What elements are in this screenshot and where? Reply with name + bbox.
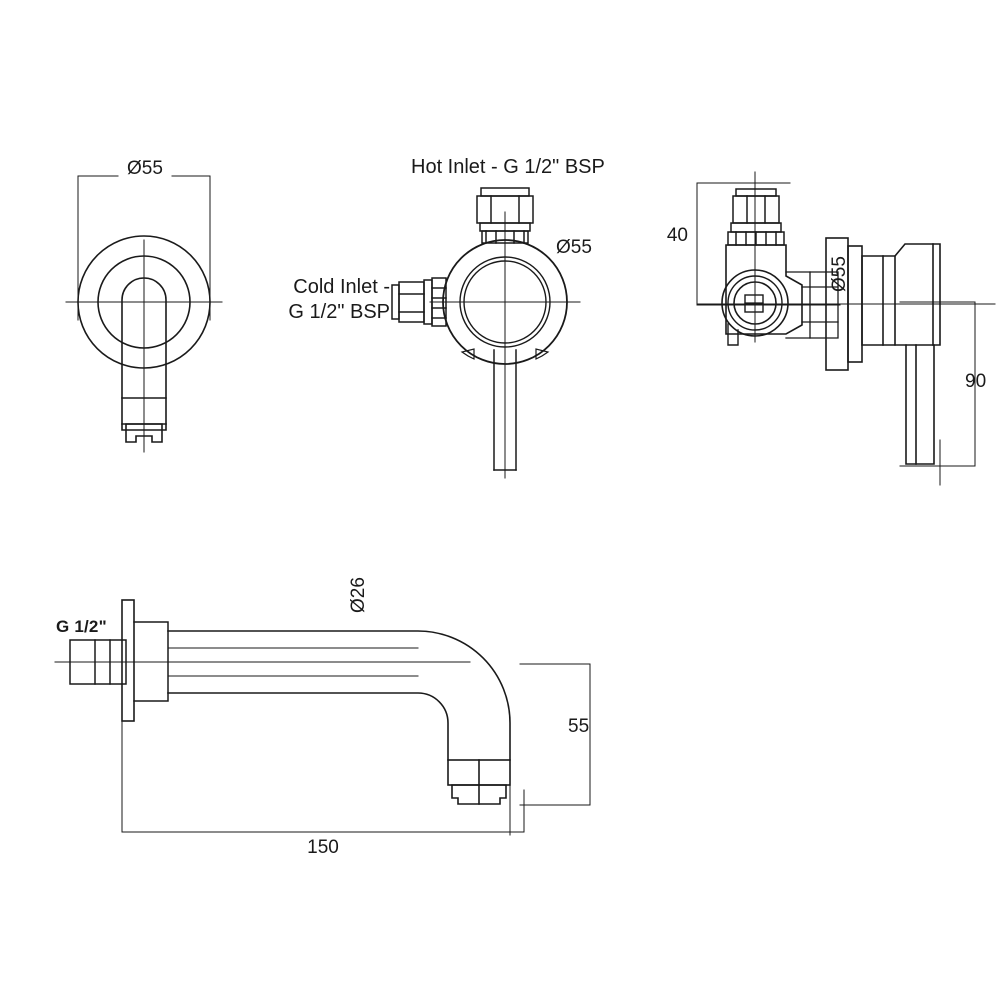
plan-cold-inlet-fitting <box>391 277 447 327</box>
plan-view <box>391 187 581 479</box>
side-dim-label-90: 90 <box>965 371 987 392</box>
side-bracket-tab <box>727 323 739 346</box>
side-valve-body <box>725 244 803 335</box>
front-lever-tip <box>125 423 163 443</box>
side-dim-40 <box>696 182 841 306</box>
spout-centerlines <box>54 661 511 836</box>
spout-dim-label-55: 55 <box>568 716 590 737</box>
callout-cold-inlet-line2: G 1/2" BSP <box>288 301 390 323</box>
side-dim-label-dia55: Ø55 <box>829 256 850 292</box>
callout-cold-inlet-line1: Cold Inlet - <box>293 276 390 298</box>
spout-inner-lines <box>167 647 419 677</box>
side-connector <box>785 271 839 339</box>
callout-spout-thread: G 1/2" <box>56 617 107 636</box>
side-valve-face <box>721 269 789 337</box>
callout-hot-inlet: Hot Inlet - G 1/2" BSP <box>411 156 605 178</box>
plan-hot-inlet-fitting <box>476 187 534 244</box>
side-view <box>696 171 996 486</box>
plan-dim-label-dia55: Ø55 <box>556 237 592 258</box>
spout-outlet <box>447 759 511 805</box>
front-escutcheon <box>77 235 211 369</box>
spout-view <box>54 599 591 836</box>
front-view <box>65 175 223 453</box>
plan-body <box>442 239 568 365</box>
front-centerlines <box>65 239 223 453</box>
side-dim-90 <box>899 301 976 467</box>
side-hot-inlet-fitting <box>727 188 785 246</box>
spout-tube <box>167 630 511 761</box>
spout-collar <box>133 621 169 702</box>
spout-wall-flange <box>121 599 135 722</box>
plan-body-shoulders <box>460 348 550 360</box>
side-handle-body <box>861 243 941 346</box>
plan-lever <box>493 349 517 471</box>
spout-thread-nipple <box>69 639 127 685</box>
spout-dim-label-150: 150 <box>307 837 339 858</box>
front-dim-label-dia55: Ø55 <box>127 158 163 179</box>
side-centerlines <box>696 171 996 486</box>
side-lever-arm <box>905 344 935 465</box>
spout-dim-55 <box>519 663 591 806</box>
side-dim-label-40: 40 <box>666 225 688 246</box>
spout-dim-150 <box>121 720 525 833</box>
spout-dim-label-dia26: Ø26 <box>348 577 369 613</box>
